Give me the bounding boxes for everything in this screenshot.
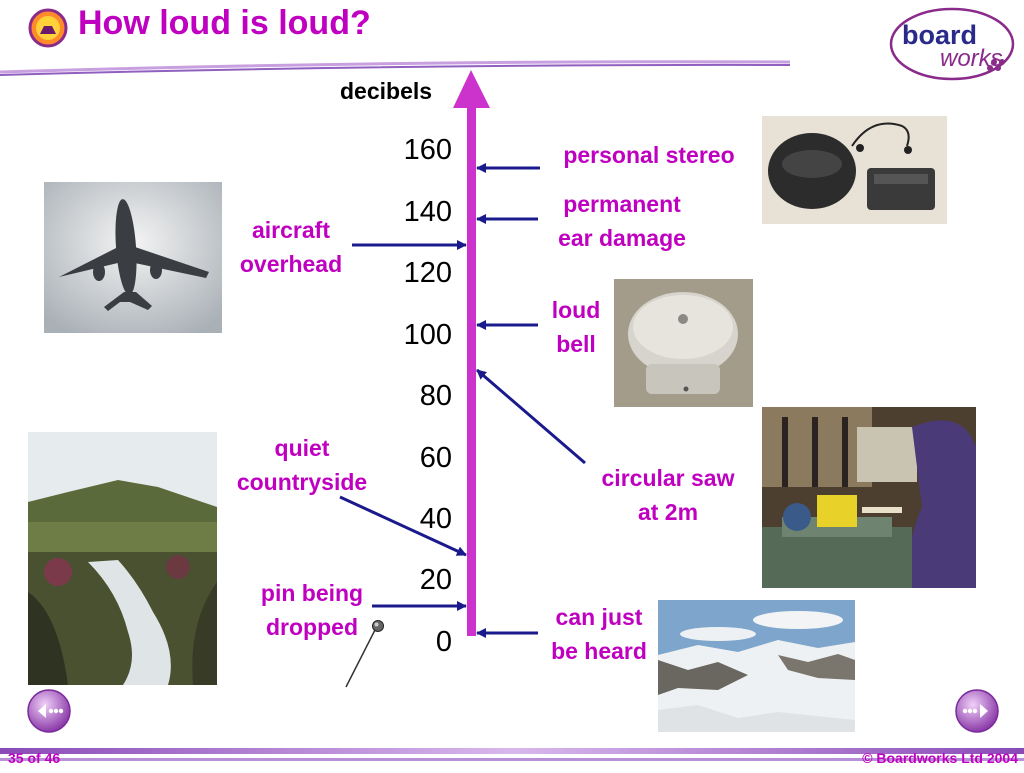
label-quiet-countryside: quiet countryside [215, 431, 389, 499]
boardworks-logo: board works [888, 6, 1016, 82]
next-button[interactable] [954, 688, 1000, 734]
copyright: © Boardworks Ltd 2004 [862, 750, 1018, 766]
label-line: countryside [236, 469, 368, 495]
arrow-quiet-countryside [339, 495, 467, 557]
label-line: aircraft [252, 217, 330, 243]
label-can-just: can just be heard [534, 600, 664, 668]
label-line: permanent [563, 191, 681, 217]
label-personal-stereo: personal stereo [563, 142, 735, 168]
tick-label: 80 [419, 380, 452, 412]
label-permanent-damage: permanent ear damage [530, 187, 714, 255]
label-line: ear damage [558, 225, 686, 251]
label-line: at 2m [637, 499, 699, 525]
axis-label: decibels [340, 78, 433, 104]
label-aircraft: aircraft overhead [220, 213, 362, 281]
tick-label: 0 [435, 626, 452, 658]
aircraft-photo [44, 182, 222, 333]
label-line: loud [551, 297, 601, 323]
tick-label: 120 [403, 257, 452, 289]
label-line: dropped [266, 614, 358, 640]
label-line: overhead [239, 251, 343, 277]
header-rule [0, 58, 791, 76]
tick-label: 60 [419, 442, 452, 474]
tick-label: 40 [419, 503, 452, 535]
bell-photo [614, 279, 753, 407]
ear-icon [28, 8, 68, 48]
label-line: circular saw [601, 465, 735, 491]
tick-label: 160 [403, 134, 452, 166]
scale-arrowhead [453, 70, 490, 108]
countryside-photo [28, 432, 217, 685]
label-loud-bell: loud bell [535, 293, 617, 361]
personal-stereo-photo [762, 116, 947, 224]
pin-icon [345, 620, 384, 688]
decibel-scale-bar [467, 106, 476, 636]
back-button[interactable] [26, 688, 72, 734]
snow-landscape-photo [658, 600, 855, 732]
circular-saw-photo [762, 407, 976, 588]
label-line: be heard [551, 638, 647, 664]
footer-bar [0, 744, 1024, 768]
label-line: bell [556, 331, 596, 357]
label-pin: pin being dropped [237, 576, 387, 644]
arrow-circular-saw [476, 368, 586, 465]
label-line: can just [555, 604, 643, 630]
page-title: How loud is loud? [78, 4, 371, 42]
tick-label: 140 [403, 196, 452, 228]
label-circular-saw: circular saw at 2m [578, 461, 758, 529]
logo-text-board: board [902, 20, 977, 50]
tick-label: 100 [403, 319, 452, 351]
tick-label: 20 [419, 564, 452, 596]
label-line: quiet [274, 435, 330, 461]
label-line: pin being [260, 580, 364, 606]
page-counter: 35 of 46 [8, 750, 61, 766]
